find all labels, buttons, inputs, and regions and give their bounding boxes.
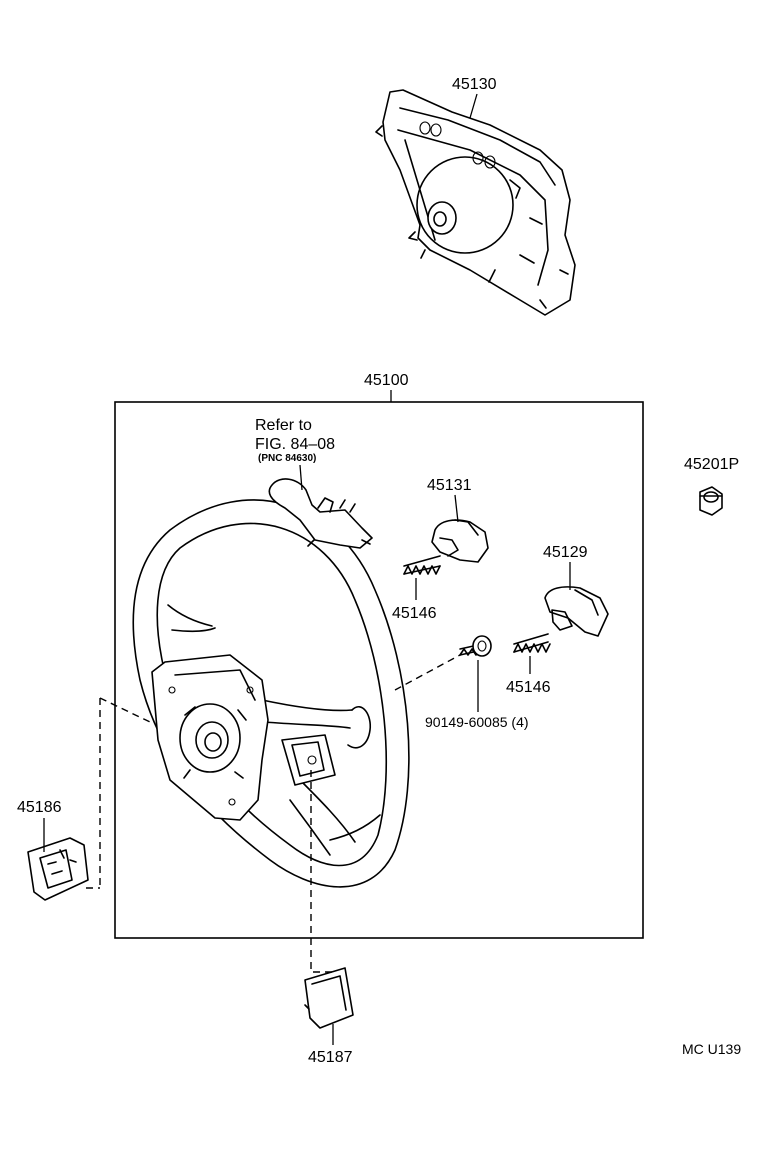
label-45146-upper: 45146 (392, 605, 437, 622)
label-45129: 45129 (543, 544, 588, 561)
assembly-frame (114, 401, 644, 939)
lower-cover-left[interactable] (27, 837, 89, 901)
label-45186: 45186 (17, 799, 62, 816)
connector-line-left-cover (86, 697, 151, 889)
label-45131: 45131 (427, 477, 472, 494)
reference-line-2: FIG. 84–08 (255, 436, 335, 453)
horn-switch-left[interactable] (544, 586, 609, 637)
screw[interactable] (459, 635, 492, 657)
connector-line-screw (394, 654, 461, 691)
label-45201P: 45201P (684, 456, 739, 473)
label-45130: 45130 (452, 76, 497, 93)
reference-harness-connector[interactable] (268, 478, 373, 549)
spring-upper[interactable] (403, 555, 441, 575)
steering-wheel[interactable] (132, 499, 410, 888)
label-screw: 90149-60085 (4) (425, 714, 529, 730)
reference-line-1: Refer to (255, 417, 312, 434)
label-45146-lower: 45146 (506, 679, 551, 696)
lower-cover-bottom[interactable] (304, 967, 354, 1029)
connector-line-bottom-cover (310, 770, 332, 973)
diagram-code: MC U139 (682, 1041, 741, 1057)
reference-line-3: (PNC 84630) (258, 453, 316, 464)
steering-nut[interactable] (699, 486, 723, 516)
spring-lower[interactable] (513, 633, 551, 653)
label-45100: 45100 (364, 372, 409, 389)
label-45187: 45187 (308, 1049, 353, 1066)
horn-switch-right[interactable] (431, 519, 489, 563)
steering-pad-assembly[interactable] (375, 89, 576, 316)
